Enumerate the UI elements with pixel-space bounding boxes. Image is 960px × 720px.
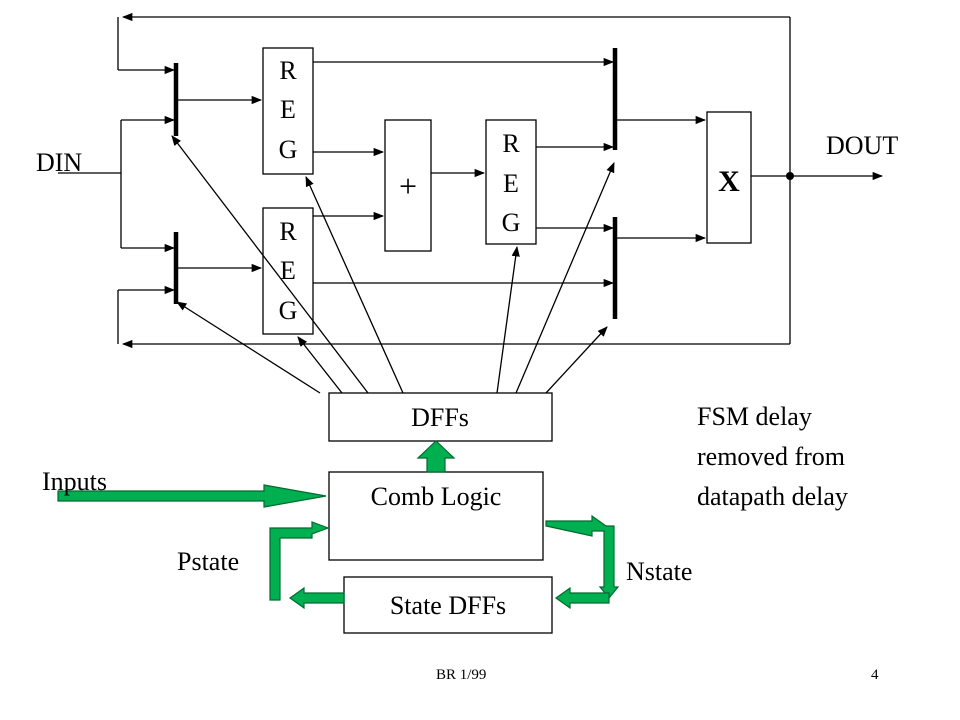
reg-block-middle xyxy=(485,119,537,245)
control-lines xyxy=(171,135,615,394)
nstate-label: Nstate xyxy=(626,557,692,586)
nstate-arrow xyxy=(545,514,620,599)
comb-logic-label: Comb Logic xyxy=(371,482,502,511)
note-line-1: FSM delay xyxy=(697,402,812,431)
inputs-arrow xyxy=(57,484,327,508)
nstate-return-arrow xyxy=(554,586,610,610)
multiplier-symbol: X xyxy=(718,165,740,198)
multiplier-block xyxy=(706,111,752,244)
note-line-3: datapath delay xyxy=(697,482,848,511)
up-arrow-to-dffs xyxy=(416,440,456,473)
state-dffs-block xyxy=(343,576,553,634)
pstate-down-arrow xyxy=(288,586,345,610)
footer-left-text: BR 1/99 xyxy=(436,667,486,683)
output-junction-dot xyxy=(786,172,794,180)
din-label: DIN xyxy=(36,148,82,177)
reg-top-left-letter-g: G xyxy=(279,135,298,164)
reg-bottom-left-letter-r: R xyxy=(279,217,297,246)
reg-middle-letter-g: G xyxy=(502,208,521,237)
reg-bottom-left-letter-g: G xyxy=(279,296,298,325)
reg-block-top-left xyxy=(262,47,314,175)
pstate-arrow xyxy=(269,521,330,601)
dffs-label: DFFs xyxy=(411,403,469,432)
adder-symbol: + xyxy=(399,168,417,204)
reg-top-left-letter-e: E xyxy=(280,95,296,124)
pstate-label: Pstate xyxy=(177,547,239,576)
reg-middle-letter-r: R xyxy=(502,129,520,158)
adder-block xyxy=(384,119,432,252)
reg-middle-letter-e: E xyxy=(503,169,519,198)
reg-top-left-letter-r: R xyxy=(279,56,297,85)
reg-block-bottom-left xyxy=(262,207,314,335)
inputs-label: Inputs xyxy=(42,467,107,496)
reg-bottom-left-letter-e: E xyxy=(280,256,296,285)
datapath-wires xyxy=(58,12,884,349)
note-line-2: removed from xyxy=(697,442,845,471)
state-dffs-label: State DFFs xyxy=(390,591,506,620)
page-number: 4 xyxy=(871,667,879,683)
dout-label: DOUT xyxy=(826,131,898,160)
comb-logic-block xyxy=(328,471,544,561)
dffs-block xyxy=(328,392,553,442)
